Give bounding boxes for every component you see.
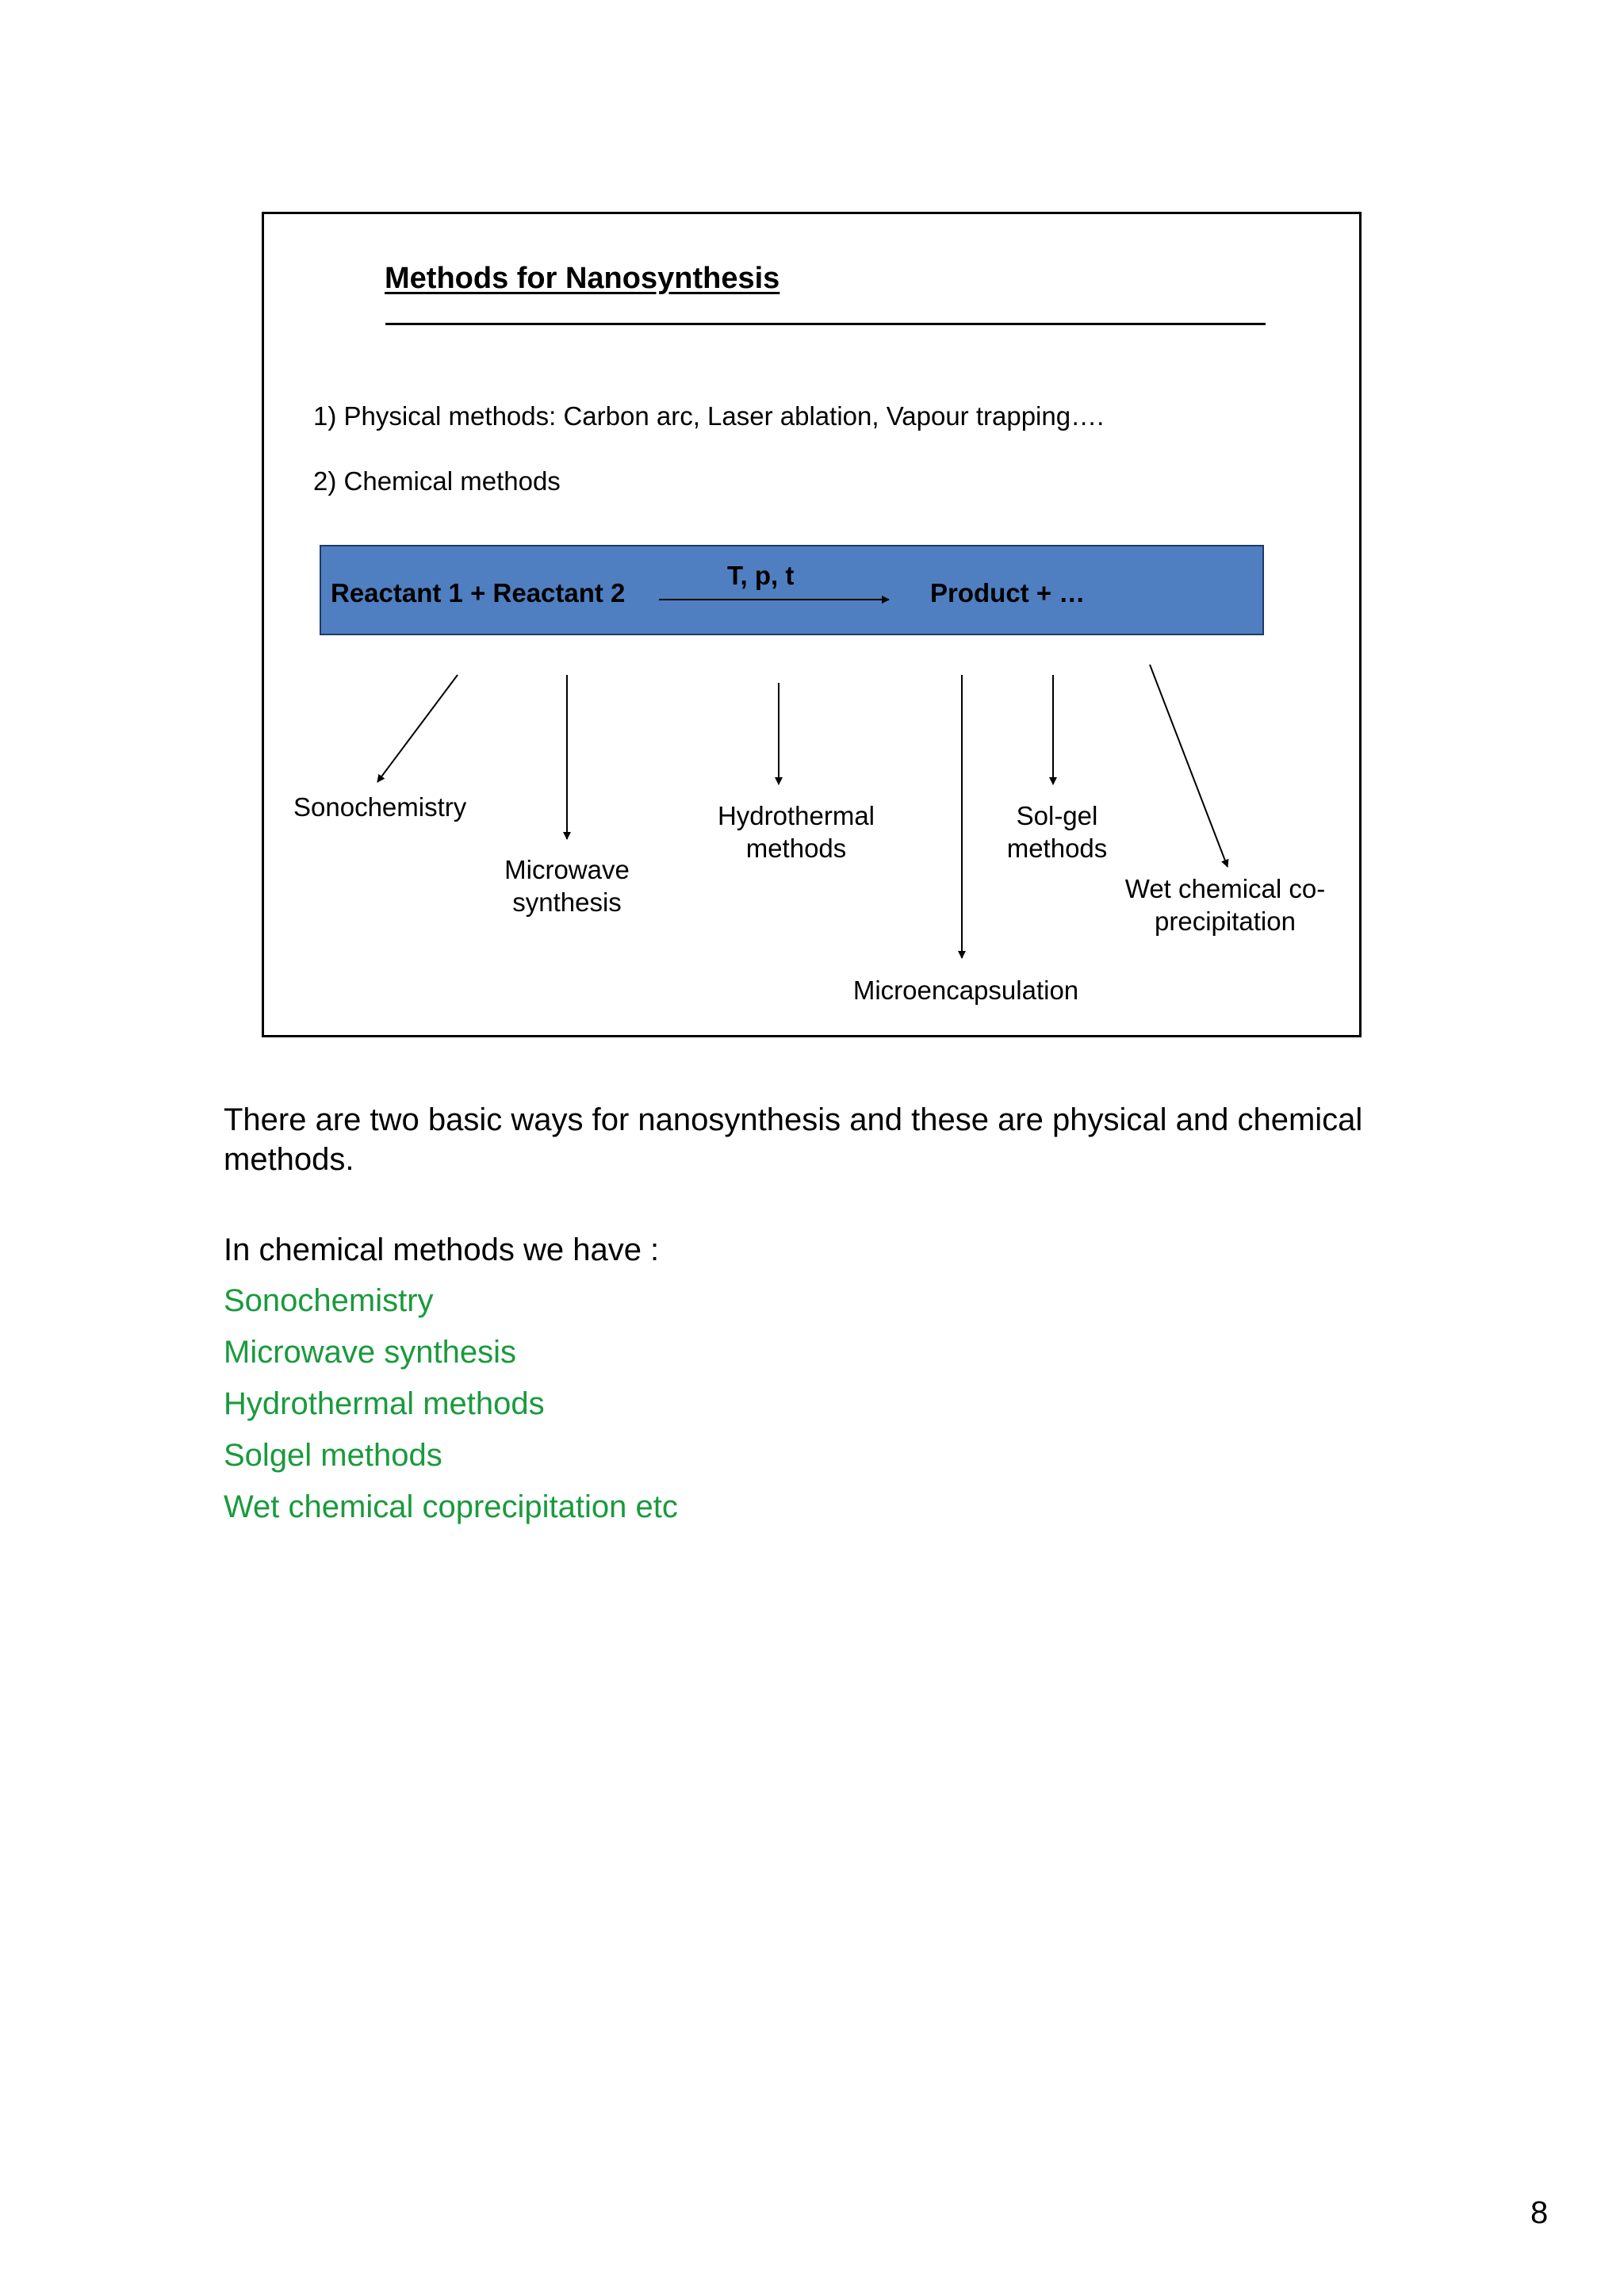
intro-paragraph: There are two basic ways for nanosynthes… [224, 1102, 1363, 1177]
body-text: There are two basic ways for nanosynthes… [224, 1100, 1413, 1539]
arrow-sonochemistry [377, 674, 458, 783]
method-wetchem: Wet chemical co- precipitation [1114, 872, 1336, 937]
arrow-wetchem [1149, 664, 1229, 868]
list-item: Hydrothermal methods [224, 1386, 545, 1421]
physical-methods-line: 1) Physical methods: Carbon arc, Laser a… [313, 401, 1105, 431]
method-hydrothermal: Hydrothermal methods [709, 799, 883, 864]
method-microwave: Microwave synthesis [488, 853, 646, 918]
method-wetchem-line1: Wet chemical co- [1124, 874, 1326, 903]
figure-slide: Methods for Nanosynthesis 1) Physical me… [262, 212, 1362, 1037]
method-solgel-line1: Sol-gel [1016, 801, 1098, 830]
list-item: Wet chemical coprecipitation etc [224, 1489, 678, 1524]
figure-title: Methods for Nanosynthesis [385, 262, 780, 295]
method-hydrothermal-line2: methods [745, 834, 847, 863]
title-divider [385, 323, 1266, 325]
page-number: 8 [1530, 2195, 1549, 2230]
list-item: Microwave synthesis [224, 1335, 517, 1370]
product-label: Product + … [930, 578, 1086, 608]
diagram-arrows [377, 596, 1229, 959]
method-microwave-line2: synthesis [512, 887, 622, 917]
method-microwave-line1: Microwave [504, 855, 630, 884]
method-solgel: Sol-gel methods [998, 799, 1116, 864]
method-hydrothermal-line1: Hydrothermal [717, 801, 875, 830]
chemical-methods-line: 2) Chemical methods [313, 466, 561, 496]
method-wetchem-line2: precipitation [1155, 907, 1296, 936]
reaction-bar: Reactant 1 + Reactant 2 T, p, t Product … [320, 545, 1264, 635]
reactants-label: Reactant 1 + Reactant 2 [331, 578, 626, 608]
method-solgel-line2: methods [1006, 834, 1108, 863]
chemical-methods-list: Sonochemistry Microwave synthesis Hydrot… [224, 1281, 1413, 1527]
list-item: Sonochemistry [224, 1283, 434, 1318]
method-microencapsulation: Microencapsulation [852, 976, 1079, 1005]
chemical-methods-heading: In chemical methods we have : [224, 1232, 660, 1267]
method-sonochemistry: Sonochemistry [293, 792, 467, 822]
list-item: Solgel methods [224, 1438, 442, 1473]
conditions-label: T, p, t [727, 561, 795, 590]
